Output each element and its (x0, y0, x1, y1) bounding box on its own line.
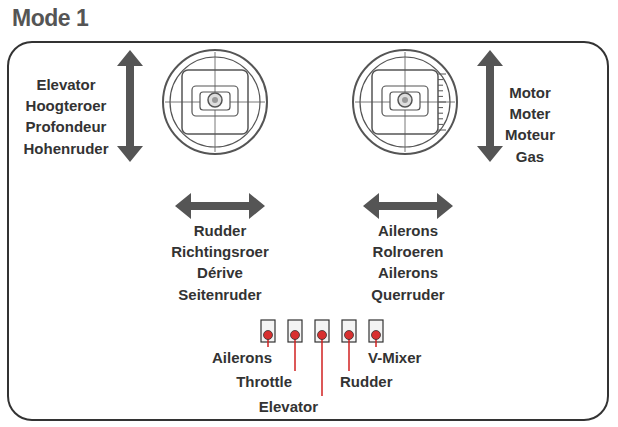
title: Mode 1 (12, 4, 88, 32)
axis-label: Moter (510, 105, 551, 123)
switch-label: Rudder (340, 373, 393, 391)
panel-outline (8, 42, 608, 420)
axis-label: Moteur (505, 126, 555, 144)
switch-label: V-Mixer (368, 349, 421, 367)
switch-label: Ailerons (212, 349, 272, 367)
axis-label: Elevator (36, 76, 95, 94)
axis-label: Ailerons (378, 222, 438, 240)
direction-arrows (117, 50, 503, 219)
axis-label: Profondeur (26, 118, 107, 136)
axis-label: Rolroeren (373, 243, 444, 261)
axis-label: Motor (509, 84, 551, 102)
switch-label: Throttle (236, 373, 292, 391)
right-stick (353, 50, 457, 154)
axis-label: Hoogteroer (26, 97, 107, 115)
axis-label: Seitenruder (178, 286, 261, 304)
axis-label: Hohenruder (23, 140, 108, 158)
axis-label: Rudder (194, 222, 247, 240)
axis-label: Ailerons (378, 264, 438, 282)
axis-label: Dérive (197, 264, 243, 282)
axis-label: Richtingsroer (171, 243, 269, 261)
axis-label: Querruder (371, 286, 444, 304)
left-stick (163, 50, 267, 154)
switch-label: Elevator (259, 398, 318, 416)
axis-label: Gas (516, 148, 544, 166)
